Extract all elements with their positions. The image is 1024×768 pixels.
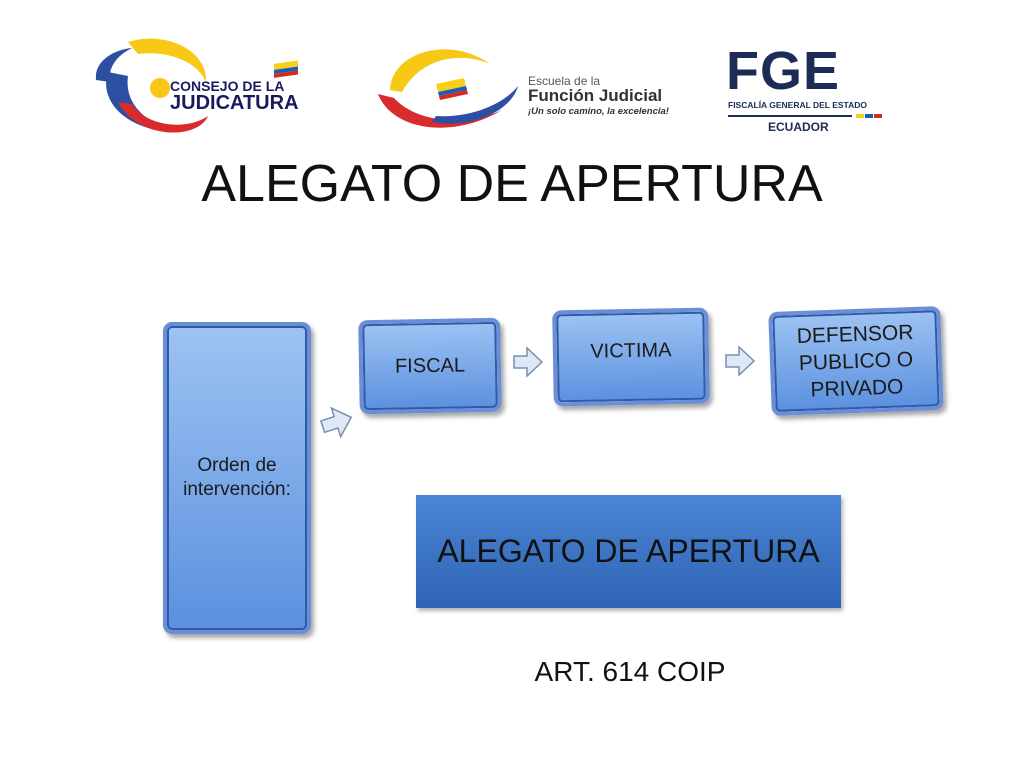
fge-name: FISCALÍA GENERAL DEL ESTADO <box>728 100 868 110</box>
escuela-line1: Escuela de la <box>528 74 601 88</box>
step-box-victima: VICTIMA <box>552 307 710 407</box>
consejo-judicatura-logo: CONSEJO DE LA JUDICATURA <box>88 32 308 140</box>
consejo-judicatura-swirl-logo <box>95 38 298 133</box>
fge-acronym: FGE <box>726 41 841 101</box>
fge-logo: FGE FISCALÍA GENERAL DEL ESTADO ECUADOR <box>724 44 884 136</box>
defensor-line2: PUBLICO O <box>798 347 914 375</box>
step-label-victima: VICTIMA <box>590 339 672 363</box>
step-box-fiscal: FISCAL <box>358 317 502 415</box>
article-reference: ART. 614 COIP <box>534 656 726 687</box>
fge-divider-flag <box>728 114 882 118</box>
escuela-funcion-judicial-logo: Escuela de la Función Judicial ¡Un solo … <box>372 40 672 135</box>
escuela-line2: Función Judicial <box>528 86 663 105</box>
arrow-right-icon <box>320 406 353 439</box>
order-box-line2: intervención: <box>183 479 291 500</box>
step-box-defensor: DEFENSOR PUBLICO O PRIVADO <box>768 306 944 416</box>
alegato-banner: ALEGATO DE APERTURA <box>416 495 841 608</box>
alegato-banner-label: ALEGATO DE APERTURA <box>437 533 820 569</box>
escuela-funcion-judicial-swirl-logo <box>378 49 518 128</box>
consejo-line1: CONSEJO DE LA <box>170 78 285 94</box>
order-box: Orden de intervención: <box>163 322 311 634</box>
arrow-right-icon <box>725 345 756 377</box>
step-label-defensor: DEFENSOR PUBLICO O PRIVADO <box>796 318 915 403</box>
fge-country: ECUADOR <box>768 120 829 134</box>
escuela-tagline: ¡Un solo camino, la excelencia! <box>528 106 669 117</box>
consejo-line2: JUDICATURA <box>170 92 299 114</box>
page-title: ALEGATO DE APERTURA <box>201 155 823 213</box>
step-label-fiscal: FISCAL <box>394 354 466 378</box>
defensor-line1: DEFENSOR <box>796 320 914 348</box>
defensor-line3: PRIVADO <box>810 374 904 402</box>
order-box-label: Orden de intervención: <box>183 454 291 502</box>
order-box-line1: Orden de <box>197 455 277 476</box>
arrow-right-icon <box>513 346 544 378</box>
